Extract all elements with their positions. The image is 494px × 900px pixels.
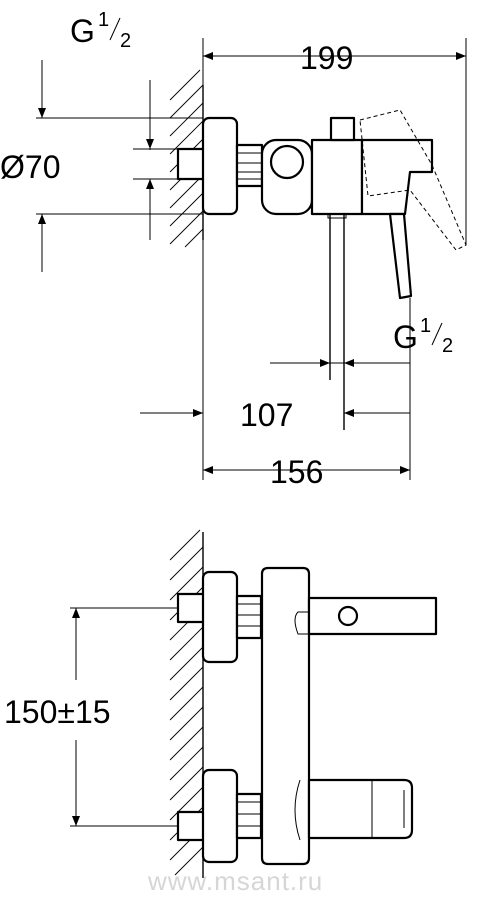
dim-overall-label: 199 (300, 40, 353, 76)
mixer-housing (310, 138, 364, 216)
cartridge-cap (329, 116, 356, 142)
lever-rotated-ghost (359, 109, 467, 251)
thread-top-den: 2 (120, 30, 131, 52)
front-view: 150±15 (4, 529, 438, 878)
thread-top-num: 1 (98, 9, 109, 31)
dim-depth-label: 156 (270, 454, 323, 490)
thread-label-top: G 1 2 (70, 9, 131, 52)
dim-outlet-label: 107 (240, 397, 293, 433)
side-view: 199 156 107 G 1 2 G 1 2 Ø70 (0, 9, 467, 490)
escutcheon-top (201, 116, 239, 216)
union-nut-upper (235, 594, 263, 640)
inlet-nipple-top (176, 147, 206, 181)
lever-handle (388, 212, 413, 300)
escutcheon-upper (201, 570, 239, 664)
body-curve (294, 779, 301, 841)
inlet-nipple-upper (176, 592, 206, 624)
thread-top-main: G (70, 13, 95, 49)
diverter-front (307, 778, 414, 840)
inlet-nipple-lower (176, 810, 206, 842)
union-nut-lower (235, 792, 263, 840)
lever-block (360, 138, 434, 216)
thread-right-main: G (393, 319, 418, 355)
watermark-text: www.msant.ru (147, 866, 323, 896)
dim-diameter-label: Ø70 (0, 149, 60, 185)
lever-hole (337, 605, 359, 627)
thread-label-right: G 1 2 (393, 315, 453, 357)
lever-front (307, 596, 438, 636)
escutcheon-lower (201, 768, 239, 864)
thread-right-num: 1 (420, 315, 431, 337)
dim-centers-label: 150±15 (4, 694, 111, 730)
thread-right-den: 2 (442, 335, 453, 357)
union-nut-top (235, 143, 264, 188)
body-connector (269, 144, 305, 180)
lever-neck (294, 611, 309, 635)
